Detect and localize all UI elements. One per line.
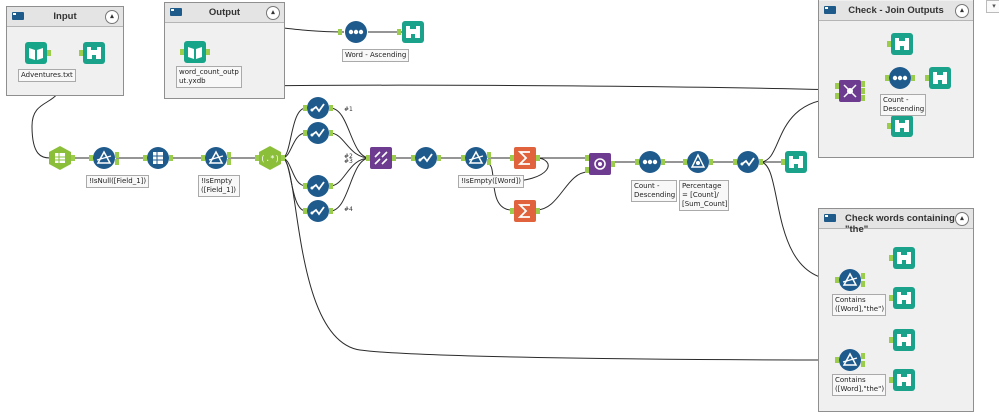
connector-union-1 xyxy=(329,107,371,159)
connector-union-2 xyxy=(329,132,371,159)
label-contains-1: Contains ([Word],"the") xyxy=(832,294,886,316)
label-contains-2: Contains ([Word],"the") xyxy=(832,374,886,396)
container-title: Input xyxy=(53,11,77,22)
container-icon xyxy=(824,6,836,14)
container-header[interactable]: Check words containing "the" ▴ xyxy=(819,209,973,235)
connector-branch-3 xyxy=(281,157,307,187)
collapse-icon[interactable]: ▴ xyxy=(955,4,969,18)
label-adventures: Adventures.txt xyxy=(18,69,76,82)
label-count-descending-join: Count - Descending xyxy=(880,94,926,116)
container-input[interactable]: Input ▴ xyxy=(6,6,124,96)
connector-branch-4 xyxy=(281,157,307,212)
branch-tag-2: #2 xyxy=(344,153,353,160)
connector-union-4 xyxy=(329,157,371,212)
label-percentage: Percentage = [Count]/ [Sum_Count] xyxy=(679,180,729,211)
branch-tag-4: #4 xyxy=(344,206,353,213)
canvas-menu-button[interactable]: ▾ xyxy=(986,0,999,13)
connector-sum2-append xyxy=(535,171,589,211)
label-isempty-word: !IsEmpty([Word]) xyxy=(458,175,525,188)
branch-tag-1: #1 xyxy=(344,106,353,113)
connector-branch-1 xyxy=(281,107,307,159)
branch-tag-3: #3 xyxy=(344,158,353,165)
container-title: Output xyxy=(208,7,241,18)
label-word-ascending: Word - Ascending xyxy=(342,49,410,62)
label-word-count-output: word_count_outp ut.yxdb xyxy=(176,66,242,88)
container-icon xyxy=(12,12,24,20)
collapse-icon[interactable]: ▴ xyxy=(266,6,280,20)
container-icon xyxy=(170,8,182,16)
connector-union-3 xyxy=(329,157,371,187)
connector-out-to-join xyxy=(207,51,841,91)
container-title: Check - Join Outputs xyxy=(848,5,944,16)
container-icon xyxy=(824,214,836,222)
container-title: Check words containing "the" xyxy=(845,213,955,235)
container-header[interactable]: Check - Join Outputs ▴ xyxy=(819,1,973,21)
container-header[interactable]: Output ▴ xyxy=(165,3,284,23)
container-check-join[interactable]: Check - Join Outputs ▴ xyxy=(818,0,974,158)
connector-to-contains-1 xyxy=(759,161,839,281)
label-count-descending-main: Count - Descending xyxy=(631,180,677,202)
collapse-icon[interactable]: ▴ xyxy=(955,212,969,226)
container-header[interactable]: Input ▴ xyxy=(7,7,123,27)
connector-to-contains-2 xyxy=(281,157,839,361)
collapse-icon[interactable]: ▴ xyxy=(105,10,119,24)
label-isnull: !IsNull([Field_1]) xyxy=(86,175,150,188)
label-isempty-field: !IsEmpty ([Field_1]) xyxy=(198,175,240,197)
